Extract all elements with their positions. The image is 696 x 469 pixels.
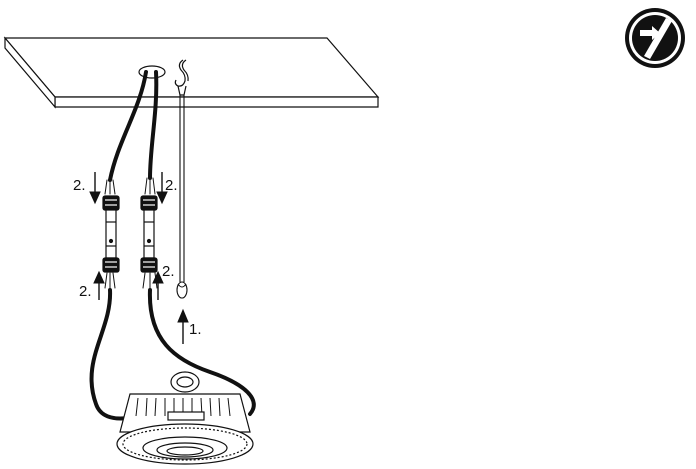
- connector-right: [140, 195, 158, 273]
- luminaire-cables: [89, 272, 256, 421]
- ceiling-cables: [104, 70, 159, 195]
- step-label-top-left: 2.: [73, 177, 86, 194]
- suspension-wire: [176, 95, 188, 299]
- step-label-bottom-left: 2.: [79, 283, 92, 300]
- step-label-top-right: 2.: [165, 177, 178, 194]
- step-label-hook: 1.: [189, 321, 202, 338]
- screwdriver-warning-icon: [625, 8, 685, 68]
- step-arrows: [89, 172, 189, 344]
- ceiling-hook: [174, 59, 189, 96]
- connector-left: [102, 195, 120, 273]
- ceiling-cable-hole: [138, 65, 166, 79]
- ceiling-board: [3, 36, 380, 109]
- highbay-luminaire: [116, 371, 254, 465]
- step-label-bottom-right: 2.: [162, 263, 175, 280]
